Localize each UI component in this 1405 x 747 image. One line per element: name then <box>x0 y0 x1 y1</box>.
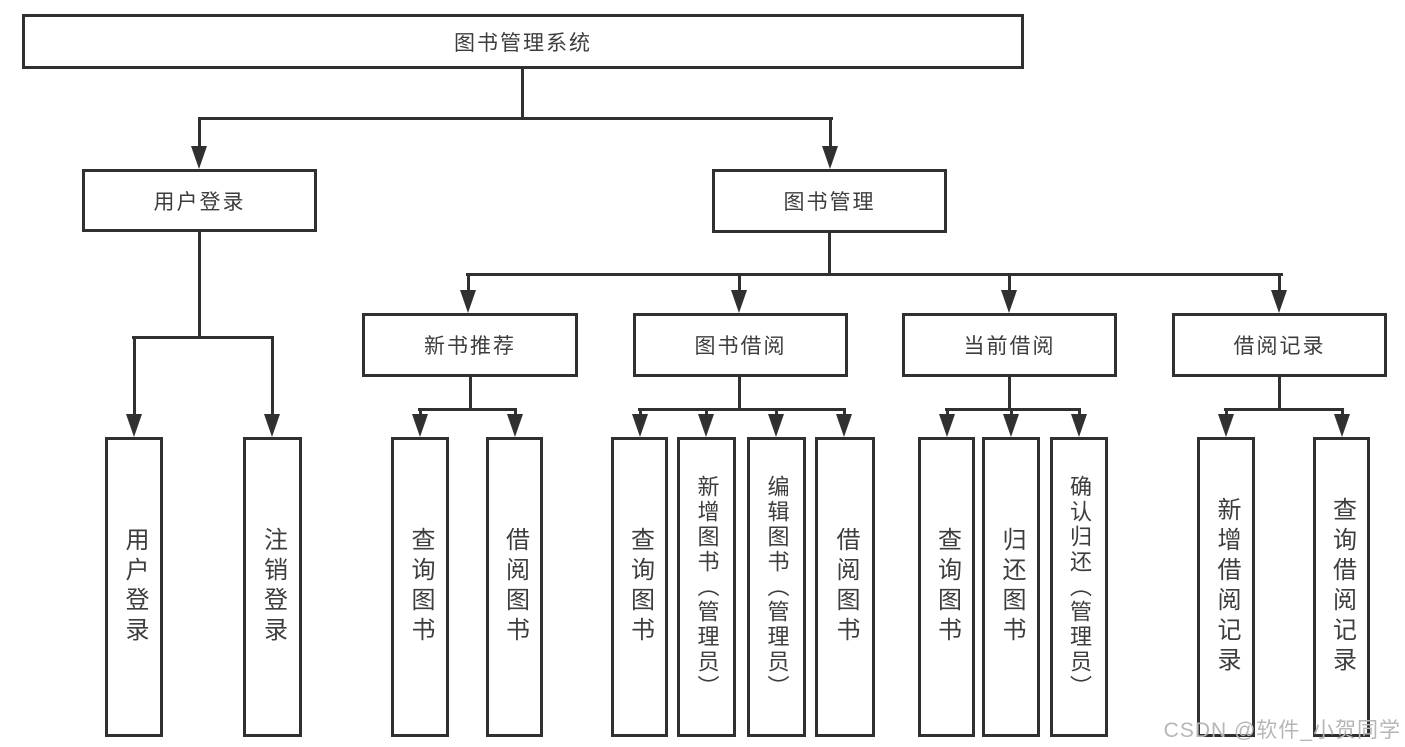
connector-line <box>1278 377 1281 408</box>
arrow-down-icon <box>1001 290 1017 313</box>
connector-line <box>418 408 517 411</box>
leaf-label: 借阅图书 <box>832 527 859 647</box>
connector-line <box>1078 408 1081 416</box>
connector-line <box>738 273 741 292</box>
leaf-edit-book-admin: 编辑图书（管理员） <box>747 437 806 737</box>
node-user-login: 用户登录 <box>82 169 317 232</box>
arrow-down-icon <box>191 146 207 169</box>
connector-line <box>198 117 833 120</box>
leaf-query-books: 查询图书 <box>391 437 449 737</box>
connector-line <box>469 377 472 408</box>
leaf-label: 查询图书 <box>933 527 961 647</box>
arrow-down-icon <box>822 146 838 169</box>
node-root: 图书管理系统 <box>22 14 1024 69</box>
node-root-label: 图书管理系统 <box>454 31 592 55</box>
connector-line <box>198 232 201 336</box>
connector-line <box>828 233 831 273</box>
leaf-label: 编辑图书（管理员） <box>764 474 790 700</box>
connector-line <box>829 117 832 149</box>
connector-line <box>945 408 1081 411</box>
leaf-logout: 注销登录 <box>243 437 302 737</box>
arrow-down-icon <box>632 414 648 437</box>
leaf-label: 查询图书 <box>626 527 654 647</box>
leaf-label: 查询借阅记录 <box>1328 497 1356 677</box>
arrow-down-icon <box>1271 290 1287 313</box>
arrow-down-icon <box>768 414 784 437</box>
connector-line <box>467 273 470 292</box>
connector-line <box>1341 408 1344 416</box>
node-book-management: 图书管理 <box>712 169 947 233</box>
node-new-book-recommend: 新书推荐 <box>362 313 578 377</box>
connector-line <box>1225 408 1228 416</box>
node-current-borrow: 当前借阅 <box>902 313 1117 377</box>
leaf-borrow-books: 借阅图书 <box>815 437 875 737</box>
leaf-label: 注销登录 <box>259 527 287 647</box>
leaf-label: 借阅图书 <box>501 527 529 647</box>
arrow-down-icon <box>264 414 280 437</box>
connector-line <box>521 69 524 117</box>
connector-line <box>514 408 517 416</box>
arrow-down-icon <box>1334 414 1350 437</box>
leaf-query-borrow-record: 查询借阅记录 <box>1313 437 1370 737</box>
arrow-down-icon <box>698 414 714 437</box>
node-borrow-records: 借阅记录 <box>1172 313 1387 377</box>
connector-line <box>1008 273 1011 292</box>
connector-line <box>1224 408 1344 411</box>
leaf-label: 新增图书（管理员） <box>694 474 720 700</box>
connector-line <box>638 408 846 411</box>
node-book-borrow: 图书借阅 <box>633 313 848 377</box>
connector-line <box>133 336 136 416</box>
arrow-down-icon <box>507 414 523 437</box>
csdn-watermark: CSDN @软件_小贺同学 <box>1163 719 1401 742</box>
leaf-confirm-return-admin: 确认归还（管理员） <box>1050 437 1108 737</box>
connector-line <box>1008 377 1011 408</box>
node-label: 当前借阅 <box>963 335 1056 358</box>
leaf-label: 用户登录 <box>121 527 148 647</box>
node-label: 新书推荐 <box>424 335 516 358</box>
connector-line <box>946 408 949 416</box>
arrow-down-icon <box>460 290 476 313</box>
leaf-query-books: 查询图书 <box>918 437 975 737</box>
connector-line <box>466 273 1283 276</box>
leaf-label: 归还图书 <box>998 527 1025 647</box>
connector-line <box>419 408 422 416</box>
arrow-down-icon <box>836 414 852 437</box>
arrow-down-icon <box>412 414 428 437</box>
node-label: 图书借阅 <box>694 335 787 358</box>
leaf-add-borrow-record: 新增借阅记录 <box>1197 437 1255 737</box>
arrow-down-icon <box>939 414 955 437</box>
leaf-label: 确认归还（管理员） <box>1067 474 1092 700</box>
node-label: 图书管理 <box>783 191 876 214</box>
leaf-return-books: 归还图书 <box>982 437 1040 737</box>
arrow-down-icon <box>1071 414 1087 437</box>
leaf-add-book-admin: 新增图书（管理员） <box>677 437 736 737</box>
connector-line <box>1278 273 1281 292</box>
connector-line <box>738 377 741 408</box>
connector-line <box>639 408 642 416</box>
leaf-borrow-books: 借阅图书 <box>486 437 543 737</box>
leaf-label: 查询图书 <box>407 527 434 647</box>
connector-line <box>198 117 201 149</box>
arrow-down-icon <box>1003 414 1019 437</box>
leaf-label: 新增借阅记录 <box>1213 497 1240 677</box>
arrow-down-icon <box>126 414 142 437</box>
connector-line <box>705 408 708 416</box>
leaf-user-login: 用户登录 <box>105 437 163 737</box>
arrow-down-icon <box>731 290 747 313</box>
connector-line <box>1010 408 1013 416</box>
connector-line <box>775 408 778 416</box>
connector-line <box>271 336 274 416</box>
arrow-down-icon <box>1218 414 1234 437</box>
connector-line <box>132 336 274 339</box>
connector-line <box>843 408 846 416</box>
leaf-query-books: 查询图书 <box>611 437 668 737</box>
node-label: 用户登录 <box>153 190 246 214</box>
node-label: 借阅记录 <box>1233 335 1326 358</box>
